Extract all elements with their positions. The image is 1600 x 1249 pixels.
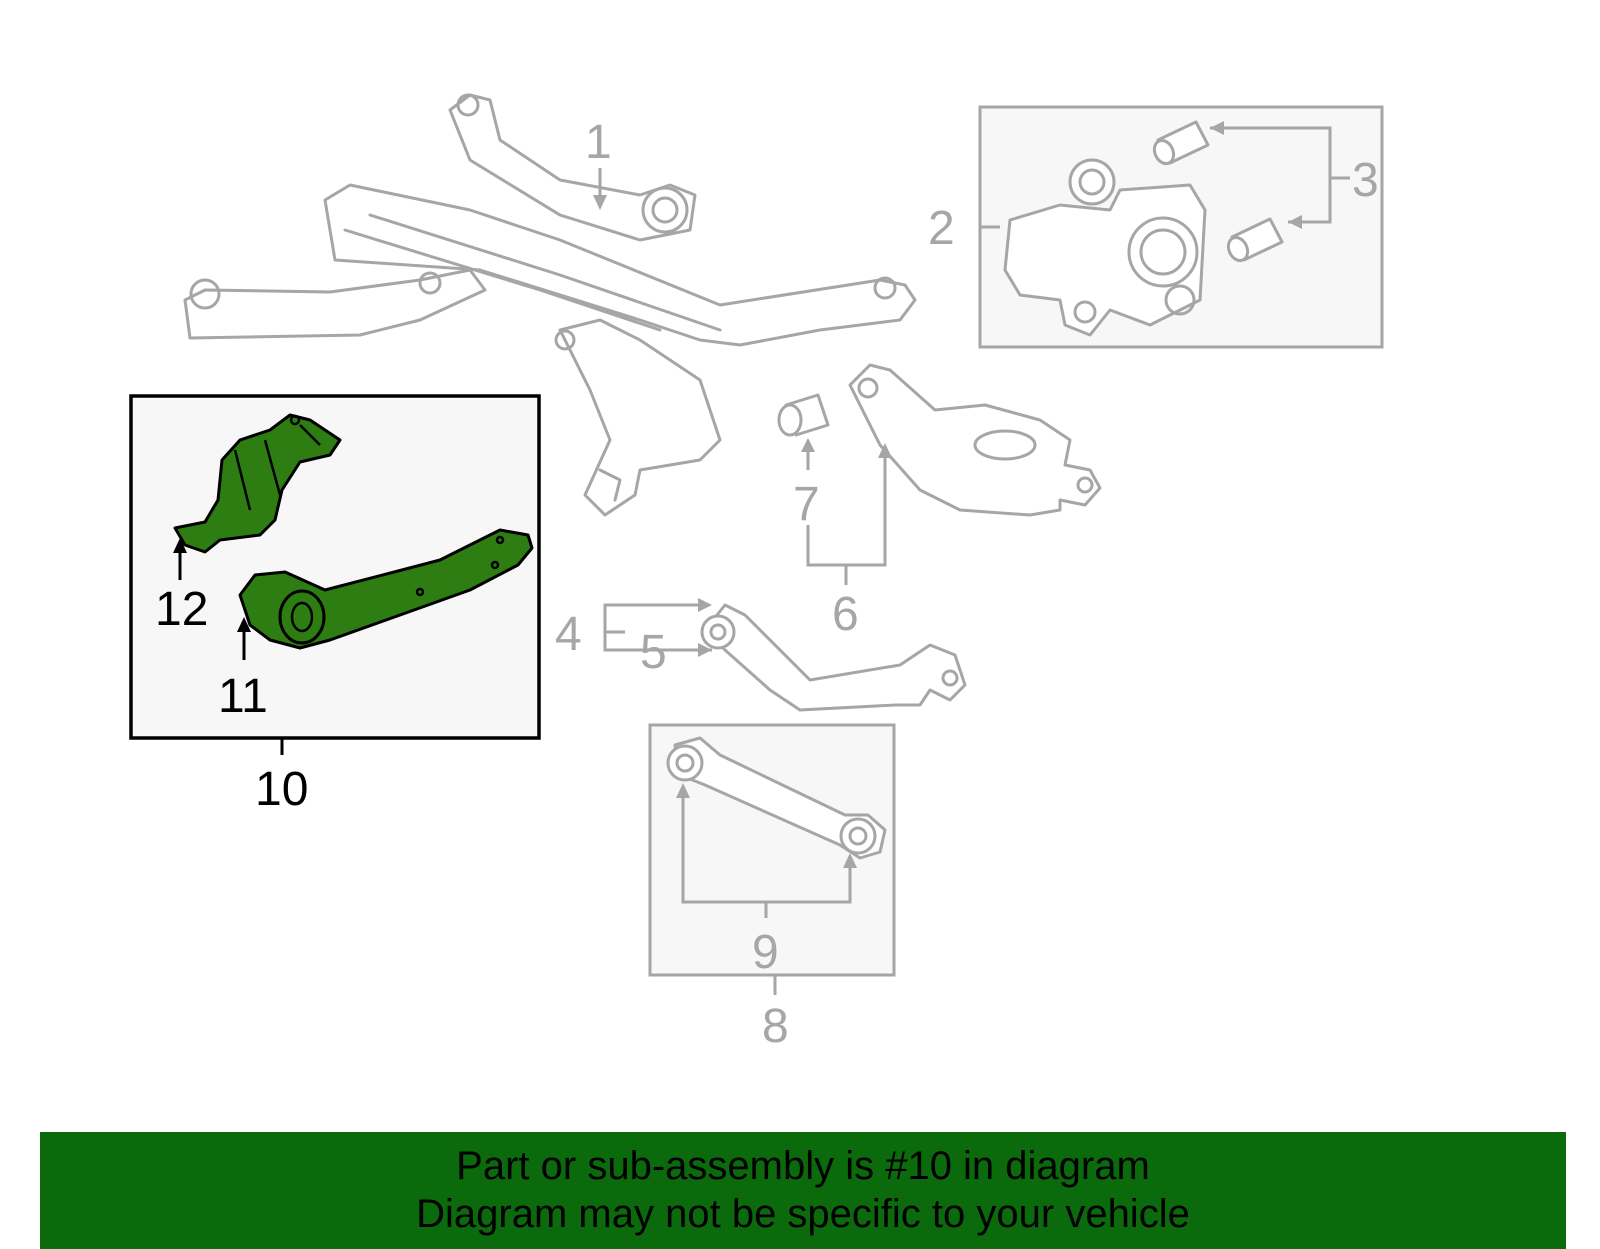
callout-3: 3 bbox=[1352, 154, 1379, 207]
callout-12: 12 bbox=[155, 583, 208, 636]
banner-line-2: Diagram may not be specific to your vehi… bbox=[416, 1192, 1190, 1236]
callout-1: 1 bbox=[585, 116, 612, 169]
bushing-part-7[interactable] bbox=[777, 393, 830, 437]
callout-9: 9 bbox=[752, 926, 779, 979]
bracket-part-12[interactable] bbox=[173, 413, 342, 554]
callout-6: 6 bbox=[832, 588, 859, 641]
info-banner: Part or sub-assembly is #10 in diagram D… bbox=[40, 1132, 1566, 1249]
trailing-arm-part-11[interactable] bbox=[238, 528, 534, 650]
callout-4: 4 bbox=[555, 608, 582, 661]
callout-8: 8 bbox=[762, 1000, 789, 1053]
callout-10: 10 bbox=[255, 763, 308, 816]
callout-11: 11 bbox=[218, 670, 268, 723]
link-part-8[interactable] bbox=[666, 736, 887, 860]
callout-2: 2 bbox=[928, 202, 955, 255]
knuckle-part-2[interactable] bbox=[1003, 158, 1207, 337]
bushing-part-3-upper[interactable] bbox=[1151, 120, 1210, 167]
callout-7: 7 bbox=[793, 478, 820, 531]
bushing-part-3-lower[interactable] bbox=[1225, 217, 1284, 264]
banner-line-1: Part or sub-assembly is #10 in diagram bbox=[456, 1144, 1150, 1188]
lower-control-arm-part-6[interactable] bbox=[848, 363, 1102, 517]
callout-5: 5 bbox=[640, 626, 667, 679]
subframe-part-1[interactable] bbox=[183, 93, 917, 517]
toe-link-part-4[interactable] bbox=[700, 603, 967, 712]
